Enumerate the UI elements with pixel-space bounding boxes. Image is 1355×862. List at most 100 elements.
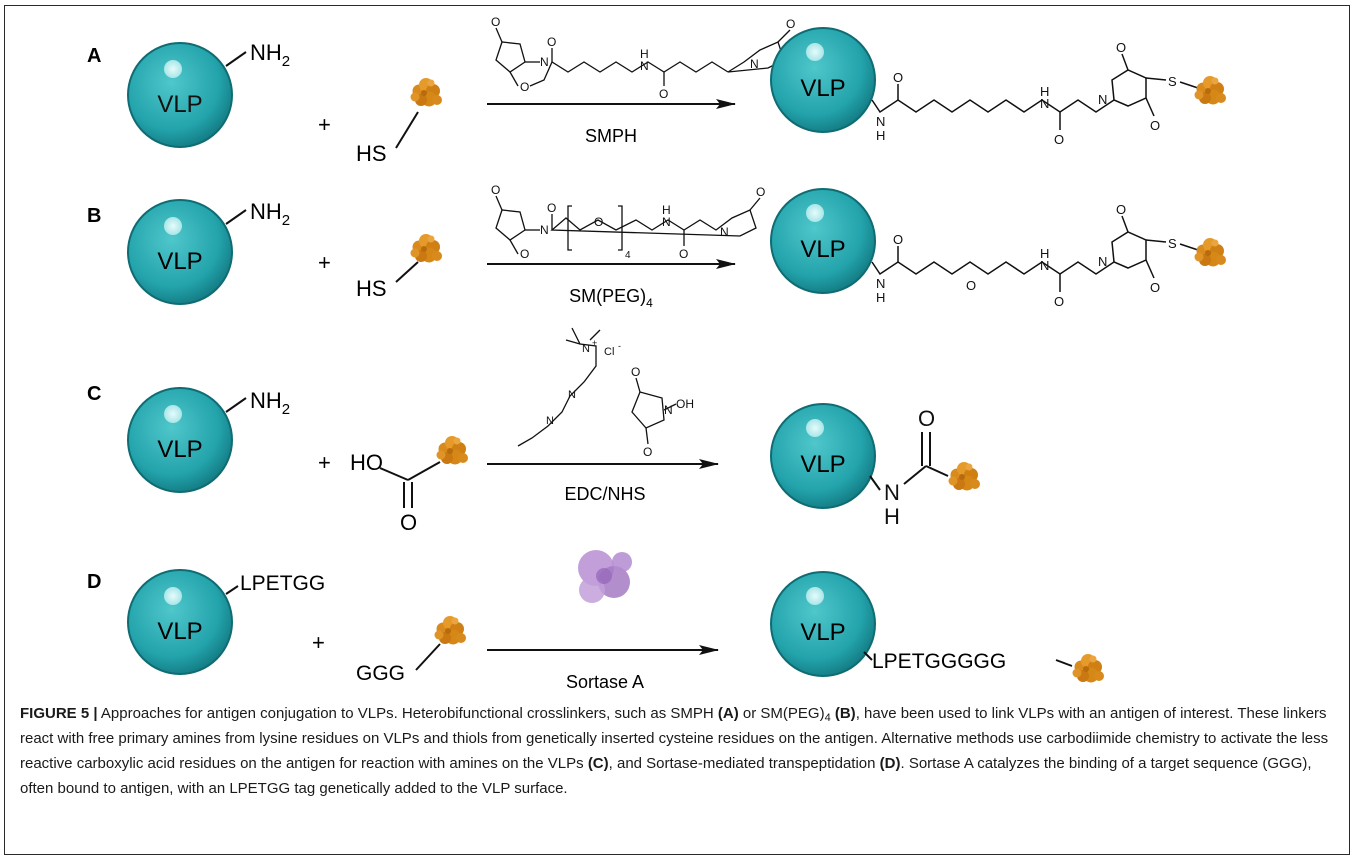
vlp-particle-product: VLP bbox=[770, 403, 876, 509]
svg-text:O: O bbox=[893, 70, 903, 85]
panel-c: C VLP NH2 + HO O N + Cl - N N bbox=[87, 327, 980, 535]
nhs-atoms: O O N OH bbox=[631, 365, 694, 459]
antigen-icon bbox=[948, 462, 980, 491]
svg-text:N: N bbox=[884, 480, 900, 505]
svg-text:O: O bbox=[594, 215, 603, 229]
svg-text:S: S bbox=[1168, 74, 1177, 89]
svg-text:O: O bbox=[491, 183, 500, 197]
svg-text:N: N bbox=[750, 57, 759, 71]
svg-text:O: O bbox=[520, 80, 529, 94]
svg-text:+: + bbox=[592, 338, 597, 348]
vlp-particle-product: VLP bbox=[770, 27, 876, 133]
amide-bonds bbox=[869, 432, 949, 491]
svg-text:O: O bbox=[631, 365, 640, 379]
svg-text:H: H bbox=[876, 290, 885, 305]
svg-text:O: O bbox=[1150, 118, 1160, 133]
svg-text:S: S bbox=[1168, 236, 1177, 251]
panel-a: A VLP NH2 + H S O O N O O H bbox=[87, 15, 1226, 166]
figure-frame bbox=[4, 5, 1350, 855]
panel-b: B VLP NH2 + HS O O N O O 4 bbox=[87, 183, 1226, 310]
svg-text:O: O bbox=[1150, 280, 1160, 295]
antigen-icon bbox=[1072, 654, 1104, 683]
panel-d: D VLP LPETGG + GGG Sortase A VLP LPETGGG… bbox=[87, 550, 1104, 692]
svg-text:N: N bbox=[1098, 254, 1107, 269]
amine-label: NH2 bbox=[250, 388, 290, 418]
reagent-label: SMPH bbox=[585, 126, 637, 146]
svg-text:O: O bbox=[679, 247, 688, 261]
svg-text:H: H bbox=[662, 203, 671, 217]
svg-text:VLP: VLP bbox=[800, 236, 845, 263]
svg-text:VLP: VLP bbox=[800, 619, 845, 646]
svg-text:VLP: VLP bbox=[800, 451, 845, 478]
carboxyl-label: HO bbox=[350, 450, 383, 475]
smph-atoms: O O N O O H N O N bbox=[491, 15, 795, 101]
svg-text:N: N bbox=[876, 276, 885, 291]
plus-sign: + bbox=[318, 112, 331, 137]
smpeg-structure bbox=[495, 195, 761, 255]
vlp-particle: VLP bbox=[127, 387, 233, 493]
reaction-scheme: A VLP NH2 + HS O O N O O H bbox=[87, 15, 1226, 692]
carbonyl-oxygen: O bbox=[400, 510, 417, 535]
thiol-label: HS bbox=[356, 276, 387, 301]
amide-atoms: N H O bbox=[884, 406, 935, 529]
amine-label: NH2 bbox=[250, 199, 290, 229]
reagent-label: EDC/NHS bbox=[564, 484, 645, 504]
reagent-label: SM(PEG)4 bbox=[569, 286, 653, 310]
panel-letter: A bbox=[87, 45, 101, 67]
svg-text:O: O bbox=[547, 35, 556, 49]
smph-structure bbox=[495, 27, 791, 87]
svg-text:O: O bbox=[966, 278, 976, 293]
svg-text:H: H bbox=[1040, 84, 1049, 99]
svg-text:N: N bbox=[1040, 258, 1049, 273]
lpetgg-tag: LPETGG bbox=[240, 572, 325, 595]
svg-text:N: N bbox=[1098, 92, 1107, 107]
svg-text:O: O bbox=[547, 201, 556, 215]
antigen-icon bbox=[436, 436, 468, 465]
panel-letter: B bbox=[87, 205, 101, 227]
svg-text:O: O bbox=[491, 15, 500, 29]
caption-label: FIGURE 5 | bbox=[20, 705, 98, 722]
vlp-particle: VLP bbox=[127, 569, 233, 675]
svg-text:O: O bbox=[643, 445, 652, 459]
svg-text:-: - bbox=[618, 341, 621, 351]
vlp-particle-product: VLP bbox=[770, 188, 876, 294]
svg-text:H: H bbox=[1040, 246, 1049, 261]
svg-text:O: O bbox=[893, 232, 903, 247]
svg-text:N: N bbox=[582, 343, 590, 355]
smpeg-atoms: O O N O O 4 H N O O N bbox=[491, 183, 765, 261]
svg-text:N: N bbox=[876, 114, 885, 129]
svg-text:VLP: VLP bbox=[157, 436, 202, 463]
vlp-particle: VLP bbox=[127, 199, 233, 305]
svg-text:VLP: VLP bbox=[157, 248, 202, 275]
antigen-icon bbox=[1194, 238, 1226, 267]
svg-text:VLP: VLP bbox=[157, 618, 202, 645]
product-chain bbox=[871, 215, 1199, 292]
antigen-icon bbox=[434, 616, 466, 645]
nhs-structure bbox=[631, 377, 677, 445]
svg-text:N: N bbox=[640, 59, 649, 73]
svg-text:Cl: Cl bbox=[604, 346, 614, 358]
reagent-label: Sortase A bbox=[566, 672, 644, 692]
svg-text:O: O bbox=[756, 185, 765, 199]
edc-structure bbox=[517, 327, 601, 447]
svg-text:N: N bbox=[664, 403, 673, 417]
svg-text:N: N bbox=[720, 225, 729, 239]
svg-text:N: N bbox=[546, 415, 554, 427]
svg-text:O: O bbox=[1054, 132, 1064, 147]
svg-text:O: O bbox=[520, 247, 529, 261]
amine-label: NH2 bbox=[250, 40, 290, 70]
vlp-particle: VLP bbox=[127, 42, 233, 148]
svg-text:O: O bbox=[918, 406, 935, 431]
sortase-enzyme-icon bbox=[578, 550, 632, 603]
svg-text:O: O bbox=[659, 87, 668, 101]
antigen-icon bbox=[1194, 76, 1226, 105]
svg-text:N: N bbox=[568, 389, 576, 401]
panel-letter: D bbox=[87, 571, 101, 593]
svg-text:N: N bbox=[540, 223, 549, 237]
edc-atoms: N + Cl - N N bbox=[546, 338, 621, 427]
product-atoms: N H O H N O O N O S bbox=[876, 40, 1177, 147]
svg-text:H: H bbox=[640, 47, 649, 61]
svg-text:O: O bbox=[786, 17, 795, 31]
svg-text:N: N bbox=[540, 55, 549, 69]
antigen-icon bbox=[410, 78, 442, 107]
